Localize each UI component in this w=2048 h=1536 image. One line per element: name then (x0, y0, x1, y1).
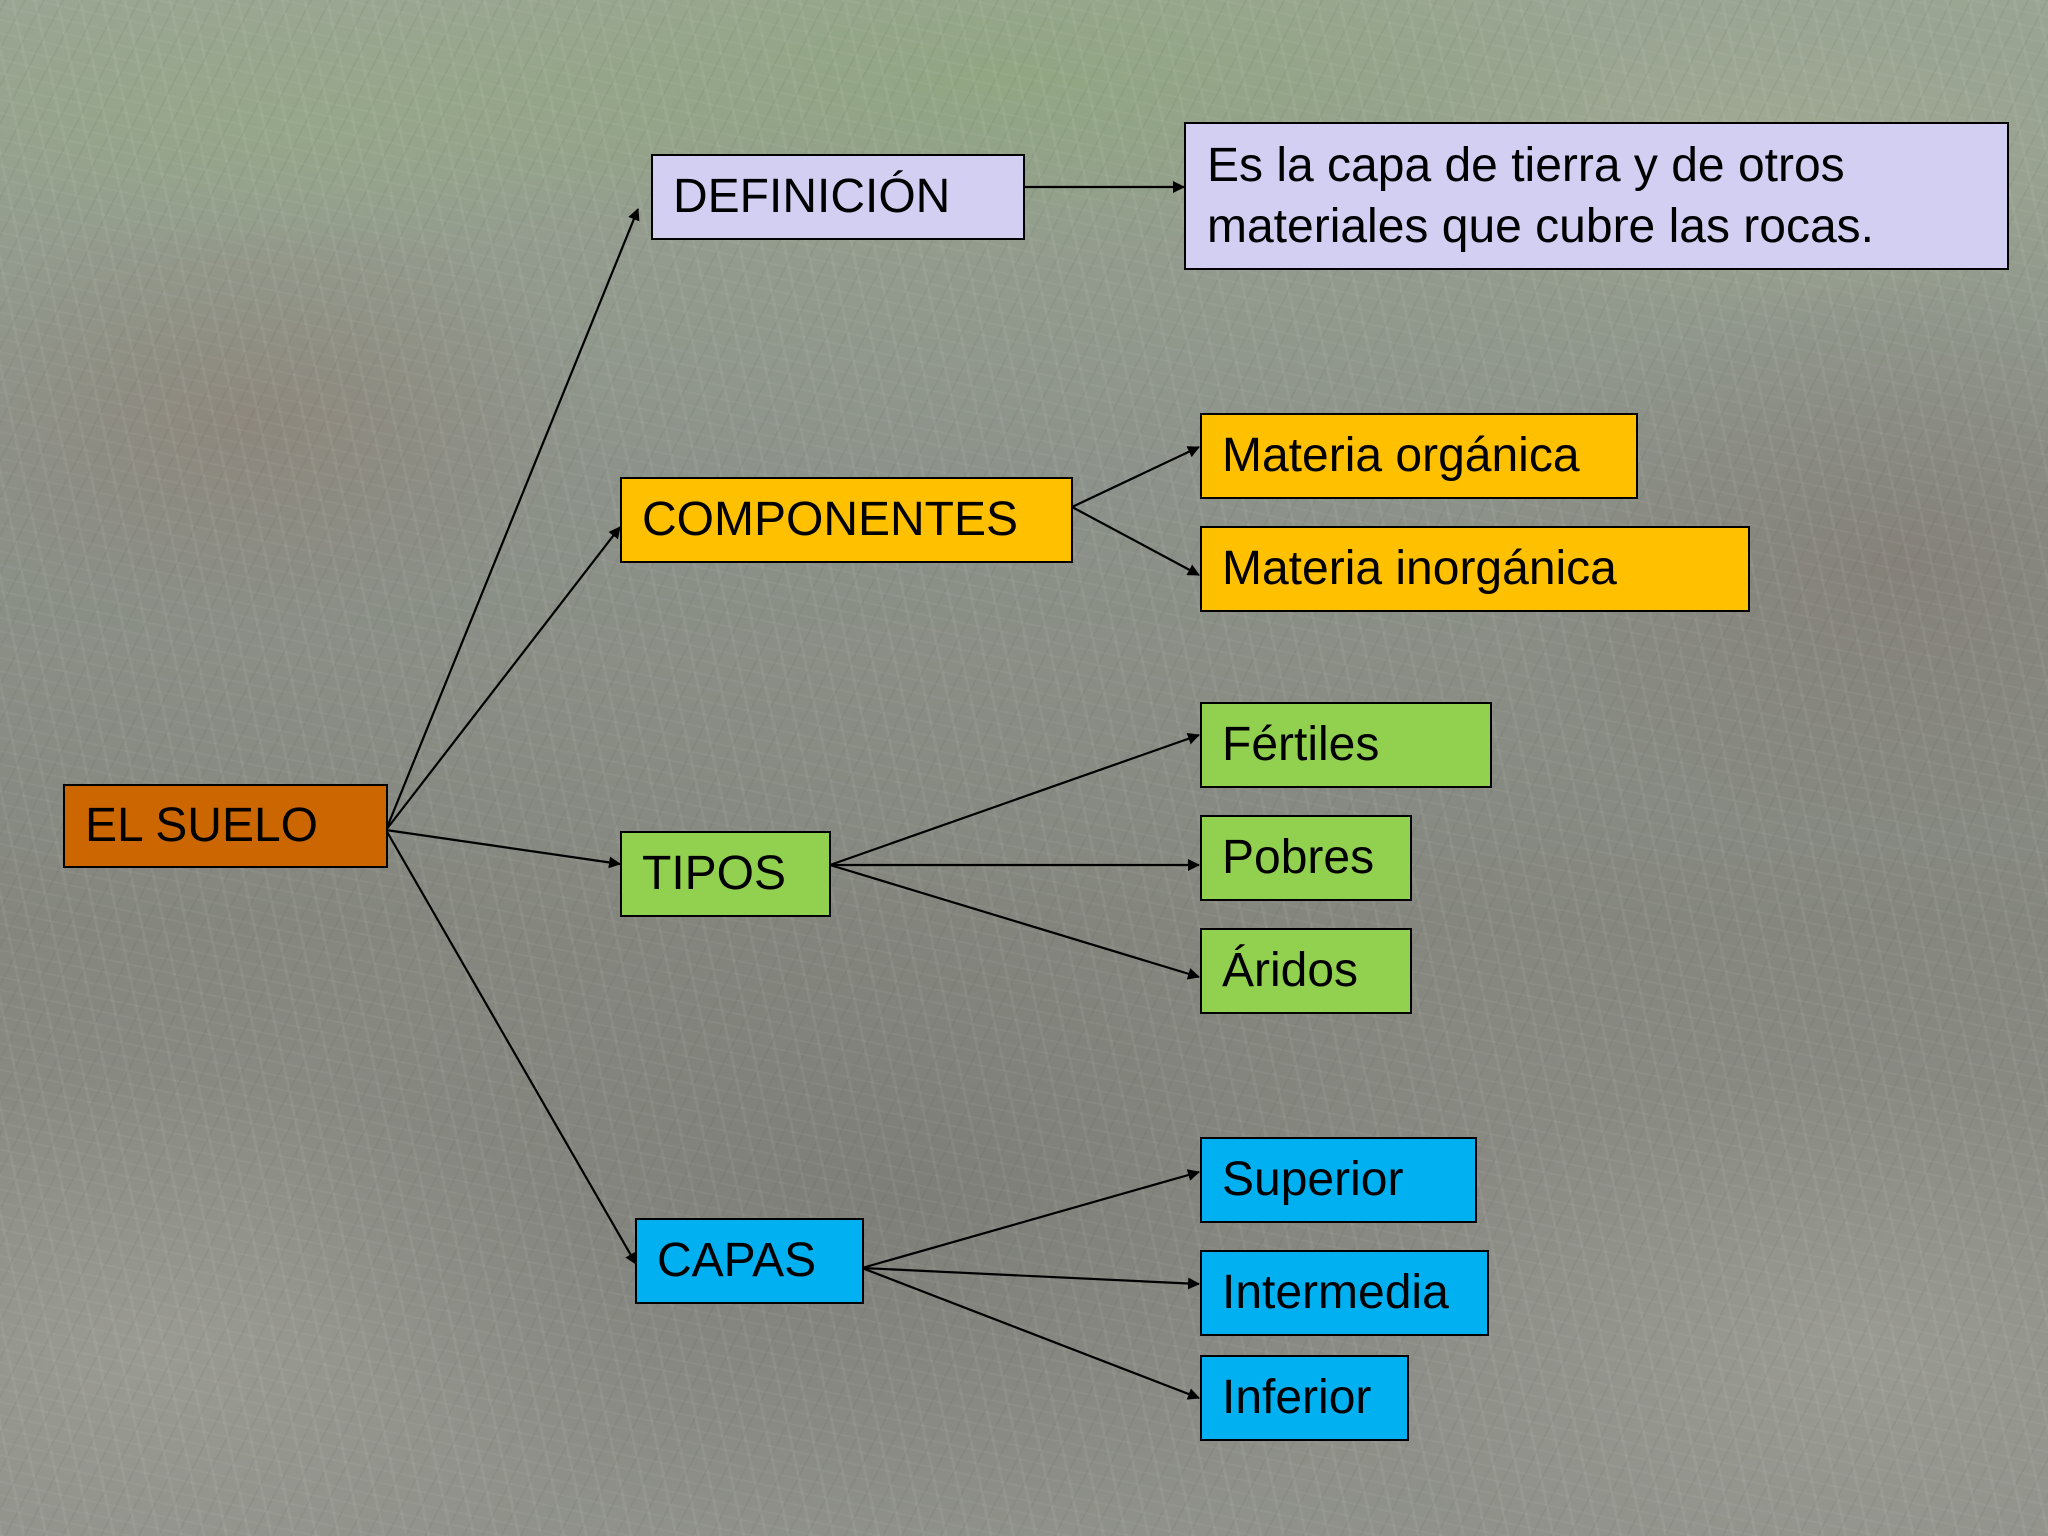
arrow-capas-to-superior (861, 1169, 1200, 1270)
definicion-text-line-2: materiales que cubre las rocas. (1207, 200, 1874, 253)
node-materia-inorganica: Materia inorgánica (1200, 526, 1750, 612)
node-aridos: Áridos (1200, 928, 1412, 1014)
node-inferior-label: Inferior (1222, 1371, 1372, 1424)
node-superior-label: Superior (1222, 1153, 1404, 1206)
node-pobres: Pobres (1200, 815, 1412, 901)
node-fertiles-label: Fértiles (1222, 718, 1380, 771)
arrow-suelo-to-componentes (385, 526, 621, 831)
node-materia-organica-label: Materia orgánica (1222, 429, 1580, 482)
arrow-tipos-to-fertiles (829, 732, 1200, 867)
node-el-suelo-label: EL SUELO (85, 799, 318, 852)
node-aridos-label: Áridos (1222, 944, 1359, 997)
node-definicion-label: DEFINICIÓN (673, 170, 951, 223)
node-definicion: DEFINICIÓN (651, 154, 1025, 240)
node-componentes: COMPONENTES (620, 477, 1073, 563)
node-componentes-label: COMPONENTES (642, 493, 1019, 546)
arrow-suelo-to-definicion (384, 208, 640, 831)
node-superior: Superior (1200, 1137, 1477, 1223)
arrow-suelo-to-capas (385, 829, 637, 1265)
node-intermedia-label: Intermedia (1222, 1266, 1449, 1319)
arrow-capas-to-intermedia (861, 1266, 1200, 1290)
arrow-capas-to-inferior (861, 1266, 1200, 1400)
node-fertiles: Fértiles (1200, 702, 1492, 788)
node-capas-label: CAPAS (657, 1234, 817, 1287)
node-materia-organica: Materia orgánica (1200, 413, 1638, 499)
node-intermedia: Intermedia (1200, 1250, 1489, 1336)
node-materia-inorganica-label: Materia inorgánica (1222, 542, 1617, 595)
node-inferior: Inferior (1200, 1355, 1409, 1441)
arrow-suelo-to-tipos (385, 828, 621, 869)
node-definicion-text: Es la capa de tierra y de otros material… (1184, 122, 2009, 270)
arrow-componentes-to-inorganica (1071, 506, 1200, 576)
node-tipos-label: TIPOS (642, 847, 787, 900)
arrow-tipos-to-aridos (829, 863, 1200, 980)
node-pobres-label: Pobres (1222, 831, 1375, 884)
definicion-text-line-1: Es la capa de tierra y de otros (1207, 139, 1845, 192)
node-capas: CAPAS (635, 1218, 864, 1304)
arrow-componentes-to-organica (1071, 446, 1200, 508)
node-el-suelo: EL SUELO (63, 784, 388, 868)
node-tipos: TIPOS (620, 831, 831, 917)
